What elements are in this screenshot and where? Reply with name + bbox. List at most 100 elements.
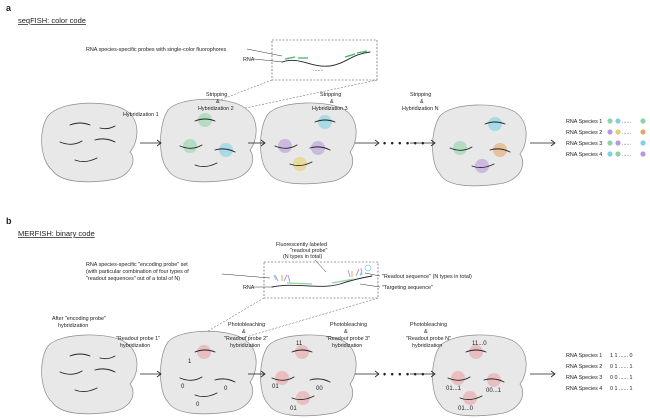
legend-b-code: 0 1 ...... 1 xyxy=(610,364,632,370)
cell-a3 xyxy=(260,102,357,185)
step-a4-line3: Hybridization N xyxy=(402,106,439,112)
legend-a-dot xyxy=(640,140,646,146)
probe-leader xyxy=(246,48,283,57)
legend-a-sep: ...... xyxy=(622,141,631,147)
legend-a: RNA Species 1...... RNA Species 2...... RN… xyxy=(566,118,646,158)
panel-a-letter: a xyxy=(6,3,12,13)
legend-a-dot xyxy=(615,151,621,157)
legend-b-label: RNA Species 2 xyxy=(566,364,602,370)
rna-leader-a xyxy=(253,58,284,63)
cell-b3-code-1: 11 xyxy=(296,341,303,347)
cell-b4-code-2: 01...1 xyxy=(446,386,462,392)
probe-callout: RNA species-specific probes with single-… xyxy=(86,47,227,53)
legend-a-label: RNA Species 1 xyxy=(566,119,602,125)
legend-a-dot xyxy=(615,140,621,146)
cell-b2-code-4: 0 xyxy=(196,402,200,408)
step-b4-line1: Photobleaching xyxy=(330,322,367,328)
step-b5-line4: hybridization xyxy=(412,343,442,349)
probe-zoom-box xyxy=(271,39,378,81)
legend-a-label: RNA Species 2 xyxy=(566,130,602,136)
panel-b-title: MERFISH: binary code xyxy=(18,229,95,238)
zoom-ellipsis: ....... xyxy=(313,67,323,73)
rna-callout-a: RNA xyxy=(243,57,255,63)
zoom-rna-strand xyxy=(281,51,371,67)
cell-b3-code-4: 01 xyxy=(290,406,297,412)
legend-b-label: RNA Species 1 xyxy=(566,353,602,359)
rna-callout-b: RNA xyxy=(243,285,255,291)
step-b1-line1: After "encoding probe" xyxy=(52,316,106,322)
cell-b4-code-4: 01...0 xyxy=(458,406,474,412)
legend-b-label: RNA Species 3 xyxy=(566,375,602,381)
cell-b3: 11 01 00 01 xyxy=(260,334,357,417)
readout-callout-1: Fluorescently labeled xyxy=(276,242,327,248)
cell-a1 xyxy=(41,102,138,183)
step-b2-line1: "Readout probe 1" xyxy=(116,336,160,342)
cell-b2-code-1: 1 xyxy=(188,359,192,365)
step-b4-line2: & xyxy=(344,329,348,335)
step-b3-line4: hybridization xyxy=(230,343,260,349)
ellipsis-b: • • • • • • xyxy=(383,369,425,379)
legend-a-sep: ...... xyxy=(622,152,631,158)
step-a3-line2: & xyxy=(330,99,334,105)
ellipsis-a: • • • • • • xyxy=(383,138,425,148)
encoding-rna-strand xyxy=(271,275,373,288)
legend-b: RNA Species 1 1 1 ...... 0 RNA Species 2 0 … xyxy=(566,353,632,392)
readout-callout-3: (N types in total) xyxy=(283,254,322,260)
cell-b2-code-3: 0 xyxy=(224,386,228,392)
step-b5-line1: Photobleaching xyxy=(410,322,447,328)
legend-a-label: RNA Species 4 xyxy=(566,152,602,158)
encoding-callout-3: "readout sequences" out of a total of N) xyxy=(86,276,180,282)
legend-b-code: 0 0 ...... 1 xyxy=(610,375,632,381)
step-a2-line3: Hybridization 2 xyxy=(198,106,234,112)
step-b3-line2: & xyxy=(242,329,246,335)
step-b3-line1: Photobleaching xyxy=(228,322,265,328)
legend-a-dot xyxy=(615,118,621,124)
step-b2-line2: hybridization xyxy=(120,343,150,349)
step-b5-line2: & xyxy=(424,329,428,335)
encoding-callout-2: (with particular combination of four typ… xyxy=(86,269,189,275)
legend-b-code: 0 1 ...... 1 xyxy=(610,386,632,392)
step-a3-line3: Hybridization 3 xyxy=(312,106,348,112)
legend-b-code: 1 1 ...... 0 xyxy=(610,353,632,359)
step-b4-line4: hybridization xyxy=(332,343,362,349)
legend-a-dot xyxy=(640,129,646,135)
panel-b-letter: b xyxy=(6,216,12,226)
cell-b4-code-1: 11...0 xyxy=(472,341,487,347)
step-b3-line3: "Readout probe 2" xyxy=(224,336,268,342)
legend-a-sep: ...... xyxy=(622,130,631,136)
guide-b-right xyxy=(221,297,379,345)
step-a2-line2: & xyxy=(216,99,220,105)
legend-a-label: RNA Species 3 xyxy=(566,141,602,147)
cell-a2 xyxy=(160,98,257,183)
legend-a-dot xyxy=(607,151,613,157)
readout-seq-callout: "Readout sequence" (N types in total) xyxy=(382,274,472,280)
legend-b-label: RNA Species 4 xyxy=(566,386,602,392)
zoom-green-probes xyxy=(284,50,368,60)
panel-a-title: seqFISH: color code xyxy=(18,16,86,25)
step-a4-line1: Stripping xyxy=(410,92,431,98)
step-a2-line1: Stripping xyxy=(206,92,227,98)
cell-a4 xyxy=(432,104,527,187)
legend-a-dot xyxy=(607,129,613,135)
zoom-guide-right xyxy=(221,79,378,114)
targeting-callout: "Targeting sequence" xyxy=(382,285,433,291)
zoom-guide-left xyxy=(185,79,273,114)
encoding-zoom-box xyxy=(263,261,379,299)
legend-a-dot xyxy=(607,118,613,124)
cell-b2-code-2: 0 xyxy=(181,384,185,390)
cell-b3-code-3: 00 xyxy=(316,386,323,392)
readout-callout-2: "readout probe" xyxy=(290,248,327,254)
step-a1-label: Hybridization 1 xyxy=(123,112,159,118)
cell-b3-code-2: 01 xyxy=(272,384,279,390)
legend-a-dot xyxy=(640,151,646,157)
step-b1-line2: hybridization xyxy=(58,323,88,329)
legend-a-dot xyxy=(640,118,646,124)
step-b5-line3: "Readout probe N" xyxy=(406,336,451,342)
encoding-callout-1: RNA species-specific "encoding probe" se… xyxy=(86,262,188,268)
step-a3-line1: Stripping xyxy=(320,92,341,98)
cell-b1 xyxy=(41,334,138,415)
cell-b4: 11...0 01...1 00...1 01...0 xyxy=(432,334,527,417)
step-a4-line2: & xyxy=(420,99,424,105)
cell-b4-code-3: 00...1 xyxy=(486,388,502,394)
